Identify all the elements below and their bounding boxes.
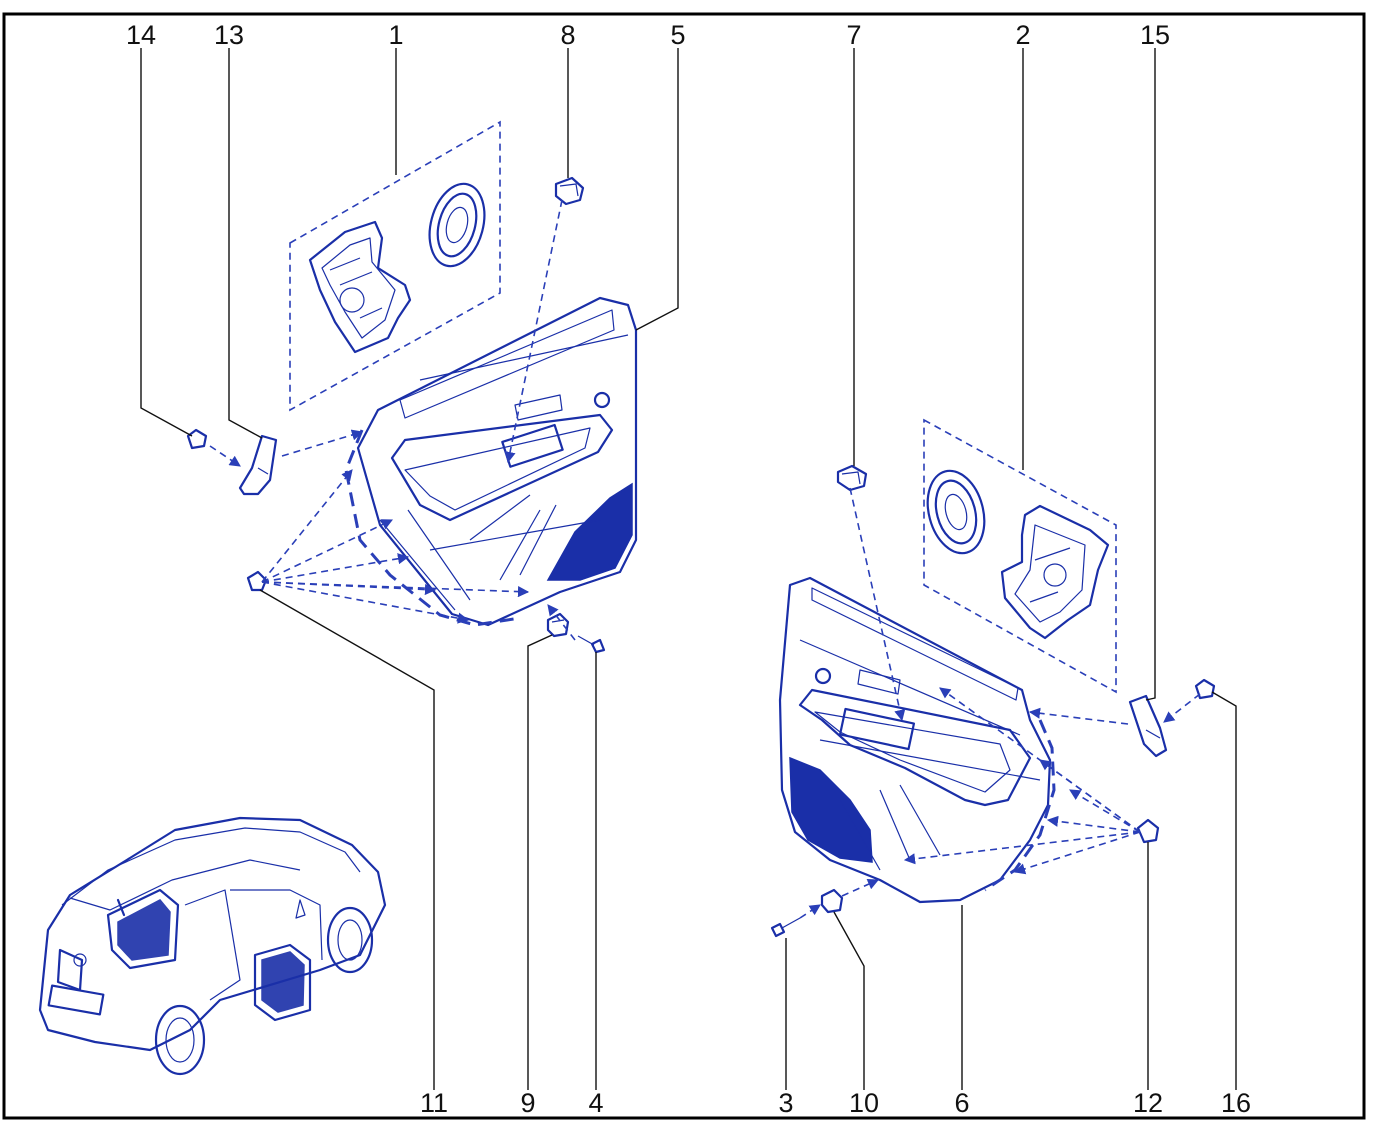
callout-3: 3 <box>778 1088 793 1118</box>
part-1-bracket <box>308 220 412 354</box>
callout-4: 4 <box>588 1088 603 1118</box>
left-assembly-arrows <box>209 199 576 641</box>
callout-6: 6 <box>954 1088 969 1118</box>
part-5-clip-contour <box>344 429 521 627</box>
part-13-trim <box>238 434 278 496</box>
part-1-group-outline <box>289 120 501 412</box>
part-3-screw <box>770 917 801 938</box>
leader-lines <box>140 48 1237 1090</box>
callout-14: 14 <box>126 20 156 50</box>
callout-11: 11 <box>420 1088 448 1118</box>
callout-9: 9 <box>520 1088 535 1118</box>
callout-12: 12 <box>1133 1088 1163 1118</box>
part-8-switch <box>554 176 585 206</box>
part-2-group-outline <box>923 418 1117 694</box>
callout-13: 13 <box>214 20 244 50</box>
part-4-screw <box>577 635 606 654</box>
part-6-door-panel <box>778 576 1052 904</box>
callout-10: 10 <box>849 1088 879 1118</box>
callout-8: 8 <box>560 20 575 50</box>
callout-5: 5 <box>670 20 685 50</box>
right-assembly-arrows <box>799 487 1201 919</box>
part-9-plug <box>546 612 570 638</box>
part-7-switch <box>836 464 868 492</box>
callout-15: 15 <box>1140 20 1170 50</box>
part-1-speaker <box>428 182 486 268</box>
diagram-border <box>2 12 1366 1120</box>
callout-1: 1 <box>388 20 403 50</box>
part-12-clip <box>1136 818 1160 844</box>
part-15-trim <box>1128 694 1168 758</box>
part-5-door-panel <box>356 296 638 627</box>
part-11-clip <box>246 570 268 592</box>
callout-2: 2 <box>1015 20 1030 50</box>
part-2-speaker <box>926 469 986 555</box>
part-14-clip <box>186 428 208 450</box>
callout-16: 16 <box>1221 1088 1251 1118</box>
part-16-clip <box>1194 678 1216 700</box>
callout-7: 7 <box>846 20 861 50</box>
vehicle-location-illustration <box>38 816 387 1076</box>
part-6-clip-contour <box>984 719 1056 892</box>
part-10-plug <box>820 888 844 914</box>
part-2-bracket <box>1000 504 1110 640</box>
callout-labels: 14 13 1 8 5 7 2 15 11 9 4 3 10 6 12 16 <box>126 20 1251 1118</box>
